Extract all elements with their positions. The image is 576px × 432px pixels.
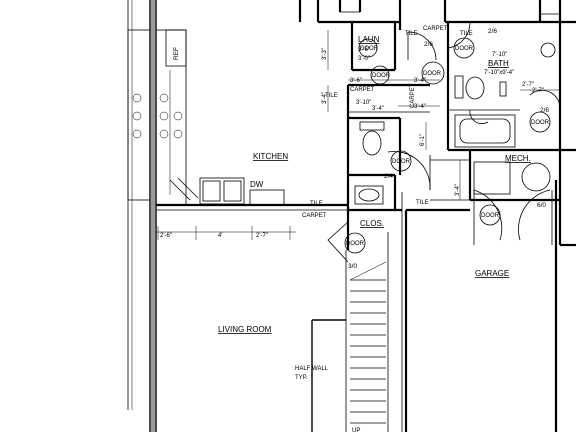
door-size-labels: 2/6 2/6 2/6 2/4 3/0 6/0 <box>348 28 549 270</box>
room-labels: KITCHEN LIVING ROOM GARAGE LAUN BATH MEC… <box>218 35 531 334</box>
door-tag <box>370 65 390 85</box>
room-label-kitchen: KITCHEN <box>253 152 288 161</box>
dim-bath-side: 2'-7" <box>532 88 544 94</box>
door-tag <box>358 38 378 58</box>
door-tag-text: DOOR <box>360 46 379 52</box>
door-swings <box>327 21 561 263</box>
door-tag-text: DOOR <box>392 159 411 165</box>
dim-bath-size: 7'-10"x9'-4" <box>484 70 514 76</box>
fixture-labels: REF DW 3'-6" 3'-0" HALF WALL TYP. <box>173 47 370 381</box>
door-tag-text: DOOR <box>531 120 550 126</box>
door-size-laun: 2/6 <box>424 41 433 48</box>
door-size-garage: 6/0 <box>537 202 546 209</box>
door-tag-text: DOOR <box>346 241 365 247</box>
door-tag <box>453 37 475 59</box>
door-size-bath: 2/6 <box>488 28 497 35</box>
walls <box>127 0 576 432</box>
half-wall-label: HALF WALL <box>295 366 329 372</box>
floor-label-carpet: CARPET <box>423 26 448 32</box>
room-label-garage: GARAGE <box>475 269 509 278</box>
door-tag <box>421 61 445 85</box>
dim-closet: 6'-1" <box>420 134 426 146</box>
floor-label-tile: TILE <box>416 200 429 206</box>
dimension-lines <box>156 30 560 240</box>
dim-hall-vert: 3'-4" <box>322 92 328 104</box>
laundry-dimension-1: 3'-6" <box>358 47 370 53</box>
door-tag-text: DOOR <box>423 71 442 77</box>
dim-lobby-1: 3'-6" <box>350 78 362 84</box>
door-tag-text: DOOR <box>455 46 474 52</box>
room-label-laundry: LAUN <box>358 35 380 44</box>
door-tag <box>344 232 366 254</box>
dimension-labels: 7'-10"x9'-4" 7'-10" 2'-7" 3'-4" 3'-4" 3'… <box>160 48 544 432</box>
dim-hall-1: 3'-4" <box>414 78 426 84</box>
dim-counter-3: 2'-7" <box>256 233 268 239</box>
door-tag-text: DOOR <box>481 213 500 219</box>
stair-break-line <box>349 261 387 281</box>
dim-laun-side: 3'-3" <box>322 48 328 60</box>
floor-label-tile: TILE <box>460 31 473 37</box>
half-wall-typ-label: TYP. <box>295 375 308 381</box>
door-tag <box>529 111 551 133</box>
door-tags: DOOR DOOR DOOR DOOR DOOR DOOR DOOR DOOR <box>344 37 551 254</box>
floor-label-carpet: CARPET <box>350 87 375 93</box>
dim-hall-2: 3'-4" <box>414 104 426 110</box>
dim-counter-1: 2'-6" <box>160 233 172 239</box>
door-tag <box>479 204 501 226</box>
laundry-dimension-2: 3'-0" <box>358 56 370 62</box>
room-label-living-room: LIVING ROOM <box>218 325 272 334</box>
fixtures <box>354 42 556 205</box>
stairs <box>349 261 387 424</box>
floor-label-carpet: CARPET <box>410 83 416 108</box>
floor-label-tile: TILE <box>325 93 338 99</box>
room-label-mechanical: MECH. <box>505 154 531 163</box>
dishwasher-label: DW <box>250 180 264 189</box>
floor-label-carpet: CARPET <box>302 213 327 219</box>
room-label-bath: BATH <box>488 59 509 68</box>
stair-up-label: UP <box>352 428 360 432</box>
kitchen-cabinets <box>127 29 285 206</box>
door-size-closet: 3/0 <box>348 263 357 270</box>
door-tag <box>390 150 412 172</box>
refrigerator-label: REF <box>173 47 180 60</box>
dim-bath-side-2: 2'-7" <box>522 82 534 88</box>
door-size-bath-side: 2/6 <box>540 107 549 114</box>
floor-label-tile: TILE <box>405 31 418 37</box>
dim-counter-2: 4' <box>218 233 222 239</box>
flooring-labels: TILE CARPET TILE CARPET TILE CARPET TILE… <box>302 26 473 219</box>
floor-label-tile: TILE <box>310 201 323 207</box>
door-size-hall: 2/4 <box>384 173 393 180</box>
dim-hall-3: 3'-4" <box>372 106 384 112</box>
door-tag-text: DOOR <box>372 73 391 79</box>
room-label-closet: CLOS. <box>360 219 384 228</box>
dim-mech: 3'-4" <box>455 184 461 196</box>
dim-bath-width: 7'-10" <box>492 52 507 58</box>
dim-lobby-2: 3'-10" <box>356 100 371 106</box>
